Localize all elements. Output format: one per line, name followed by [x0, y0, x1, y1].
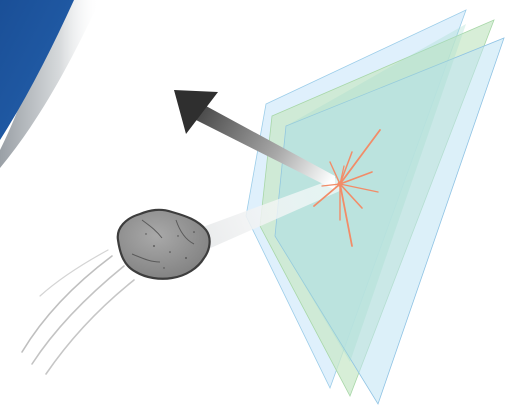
decorative-corner-band [0, 0, 100, 168]
rock-icon [118, 210, 210, 279]
motion-lines [22, 250, 134, 374]
